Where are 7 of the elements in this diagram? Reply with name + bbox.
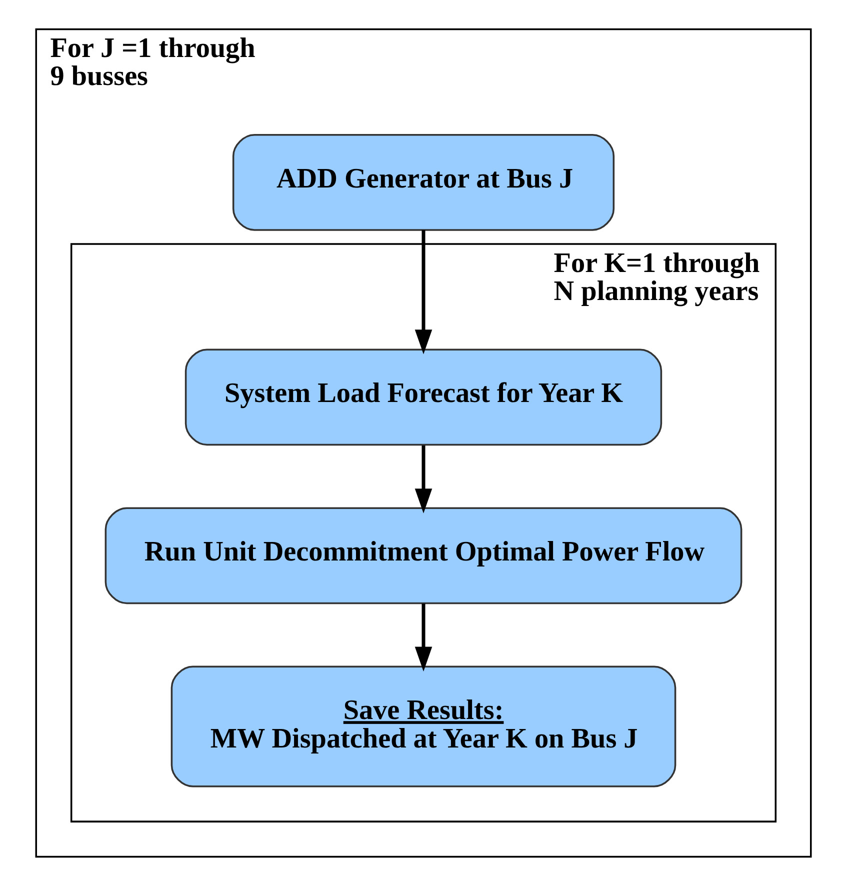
arrow [414, 445, 432, 514]
node-box: Save Results: MW Dispatched at Year K on Bus J [170, 666, 676, 788]
arrow [414, 604, 432, 672]
arrow [414, 230, 432, 354]
node-box: ADD Generator at Bus J [232, 134, 615, 231]
node-box: System Load Forecast for Year K [184, 348, 662, 446]
node-box: Run Unit Decommitment Optimal Power Flow [104, 507, 742, 604]
